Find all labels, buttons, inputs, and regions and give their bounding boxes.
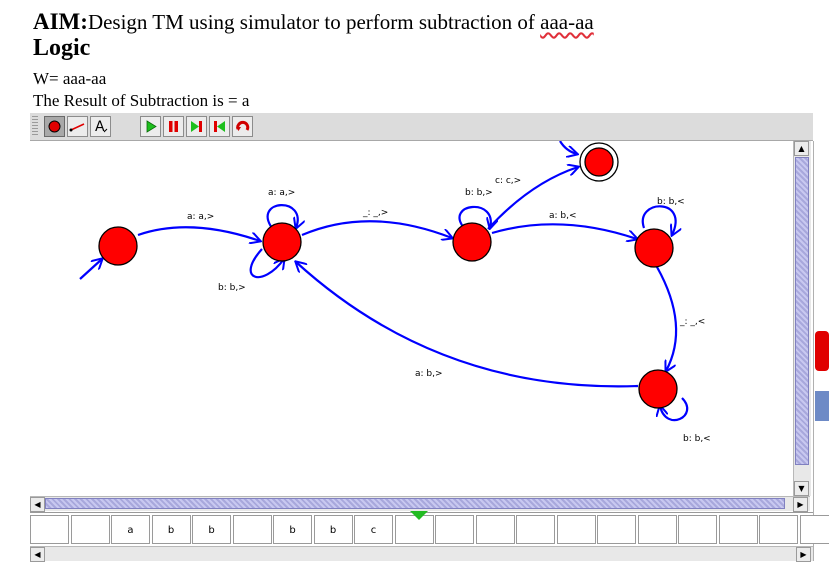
- diagram-canvas[interactable]: a: a,> a: a,> b: b,> _: _,> b: b,> c: c,…: [30, 141, 793, 496]
- adjacent-window-edge: [811, 141, 829, 561]
- tape-cell[interactable]: [476, 515, 515, 544]
- transition-creator-icon[interactable]: A: [90, 116, 111, 137]
- scroll-up-button[interactable]: ▲: [794, 141, 809, 156]
- tape-scroll-right-button[interactable]: ▶: [796, 547, 811, 562]
- result-line: The Result of Subtraction is = a: [33, 91, 249, 111]
- horizontal-scroll-thumb[interactable]: [45, 498, 785, 509]
- svg-text:A: A: [95, 119, 105, 135]
- undo-icon[interactable]: [232, 116, 253, 137]
- step-back-icon[interactable]: [209, 116, 230, 137]
- turing-machine-diagram: a: a,> a: a,> b: b,> _: _,> b: b,> c: c,…: [30, 141, 793, 496]
- state-creator-icon[interactable]: [67, 116, 88, 137]
- label-q1-loop-bottom: b: b,>: [218, 283, 246, 293]
- label-q0-q1: a: a,>: [187, 212, 214, 222]
- tape-cell[interactable]: [759, 515, 798, 544]
- initial-arrow: [80, 259, 102, 279]
- state-q5: [639, 370, 677, 408]
- tape-cell[interactable]: b: [152, 515, 191, 544]
- tape-cell[interactable]: b: [192, 515, 231, 544]
- label-q2-q4: a: b,<: [549, 211, 577, 221]
- tape-cell[interactable]: [678, 515, 717, 544]
- tape-cell[interactable]: [800, 515, 829, 544]
- tape-cell[interactable]: b: [273, 515, 312, 544]
- label-q1-loop-top: a: a,>: [268, 188, 295, 198]
- tape-head-indicator: [410, 511, 428, 520]
- tape-cell[interactable]: [30, 515, 69, 544]
- state-q3: [580, 143, 618, 181]
- tape-scroll-left-button[interactable]: ◀: [30, 547, 45, 562]
- label-q4-loop: b: b,<: [657, 197, 685, 207]
- label-q5-q1: a: b,>: [415, 369, 443, 379]
- step-icon[interactable]: [186, 116, 207, 137]
- label-q4-q5: _: _,<: [679, 317, 705, 327]
- label-q2-loop: b: b,>: [465, 188, 493, 198]
- tape-cell[interactable]: [557, 515, 596, 544]
- scroll-left-button[interactable]: ◀: [30, 497, 45, 512]
- logic-heading: Logic: [33, 35, 90, 62]
- tape-cell[interactable]: a: [111, 515, 150, 544]
- label-q2-q3: c: c,>: [495, 176, 521, 186]
- edge-q4-q5: [657, 267, 676, 371]
- tape-cell[interactable]: [719, 515, 758, 544]
- pause-icon[interactable]: [163, 116, 184, 137]
- attribute-editor-icon[interactable]: [44, 116, 65, 137]
- edge-q3-top: [560, 141, 577, 154]
- tape-cell[interactable]: [71, 515, 110, 544]
- toolbar-grip[interactable]: [32, 116, 38, 137]
- simulator-toolbar: A: [30, 113, 813, 141]
- scroll-down-button[interactable]: ▼: [794, 481, 809, 496]
- diagram-horizontal-scrollbar[interactable]: ◀ ▶: [30, 496, 810, 511]
- tape-cell[interactable]: [233, 515, 272, 544]
- aim-label: AIM:: [33, 9, 88, 34]
- aim-text: Design TM using simulator to perform sub…: [88, 10, 540, 34]
- tape-cell[interactable]: b: [314, 515, 353, 544]
- scroll-right-button[interactable]: ▶: [793, 497, 808, 512]
- input-line: W= aaa-aa: [33, 69, 106, 89]
- tape-cell[interactable]: [435, 515, 474, 544]
- aim-line: AIM:Design TM using simulator to perform…: [33, 9, 594, 35]
- tape-cell[interactable]: [597, 515, 636, 544]
- state-q0: [99, 227, 137, 265]
- edge-q5-q1: [296, 262, 638, 386]
- aim-expression: aaa-aa: [540, 10, 594, 34]
- state-q2: [453, 223, 491, 261]
- edge-q1-q2: [302, 221, 452, 238]
- tape-cell[interactable]: c: [354, 515, 393, 544]
- run-icon[interactable]: [140, 116, 161, 137]
- label-q5-loop: b: b,<: [683, 434, 711, 444]
- label-q1-q2: _: _,>: [362, 208, 388, 218]
- state-q4: [635, 229, 673, 267]
- tape-cell[interactable]: [516, 515, 555, 544]
- tape-cell[interactable]: [638, 515, 677, 544]
- state-q1: [263, 223, 301, 261]
- edge-q0-q1: [138, 227, 260, 241]
- vertical-scroll-thumb[interactable]: [795, 157, 809, 465]
- edge-q2-q4: [492, 224, 637, 239]
- diagram-vertical-scrollbar[interactable]: ▲ ▼: [793, 141, 811, 496]
- tape-scrollbar[interactable]: ◀ ▶: [30, 546, 813, 561]
